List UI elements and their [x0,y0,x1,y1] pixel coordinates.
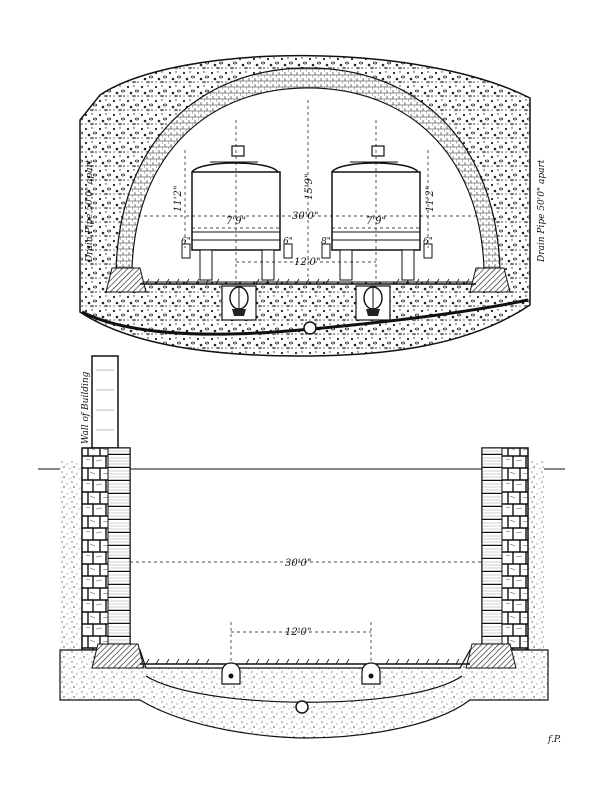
dim-lower-track-spacing: 12'0" [285,627,311,638]
label-drain-pipe-right: Drain Pipe 50'0" apart [537,159,547,263]
dim-upper-vertical-clearance: 15'9" [304,174,315,200]
arch-footing-right [469,267,511,293]
track-drain-left [221,662,241,685]
foundation-concrete-mass [59,649,549,739]
dim-upper-track-spacing: 12'0" [294,257,320,268]
dim-side-left-a: 6" [181,237,191,247]
block-facing-right [481,447,503,645]
lower-dimension-lines [130,561,482,664]
label-wall-of-building: Wall of Building [81,371,91,444]
dim-car-height-left: 11'2" [173,186,184,212]
lower-open-cut-section: Wall of Building 30'0" 12'0" [38,355,565,739]
label-drain-pipe-left: Drain Pipe 50'0" apart [85,159,95,263]
dim-upper-overall-width: 30'0" [292,211,318,222]
wall-footing-left [91,643,145,669]
wall-footing-right [465,643,517,669]
drain-pipe-lower [295,700,309,714]
dim-lower-overall-width: 30'0" [285,558,311,569]
arch-footing-left [105,267,147,293]
drain-pipe-line [81,298,529,336]
dim-side-right-a: 8" [321,237,331,247]
dim-side-right-b: 6" [423,237,433,247]
block-facing-left [107,447,131,645]
upper-dimension-lines [138,100,478,286]
track-drain-right [361,662,381,685]
building-wall [91,355,119,449]
rubble-backfill-left [60,460,82,650]
dim-car-width-right: 7'9" [366,216,386,227]
motor-truck-left [229,286,249,316]
motor-truck-right [363,286,383,316]
dim-side-left-b: 6" [283,237,293,247]
dim-car-height-right: 11'2" [425,186,436,212]
engraver-signature: f.P. [547,735,561,745]
upper-tunnel-section: 30'0" 15'9" 7'9" 7'9" 11'2" 11'2" 12'0" … [79,54,547,357]
drain-pipe-center [303,321,317,335]
dim-car-width-left: 7'9" [226,216,246,227]
